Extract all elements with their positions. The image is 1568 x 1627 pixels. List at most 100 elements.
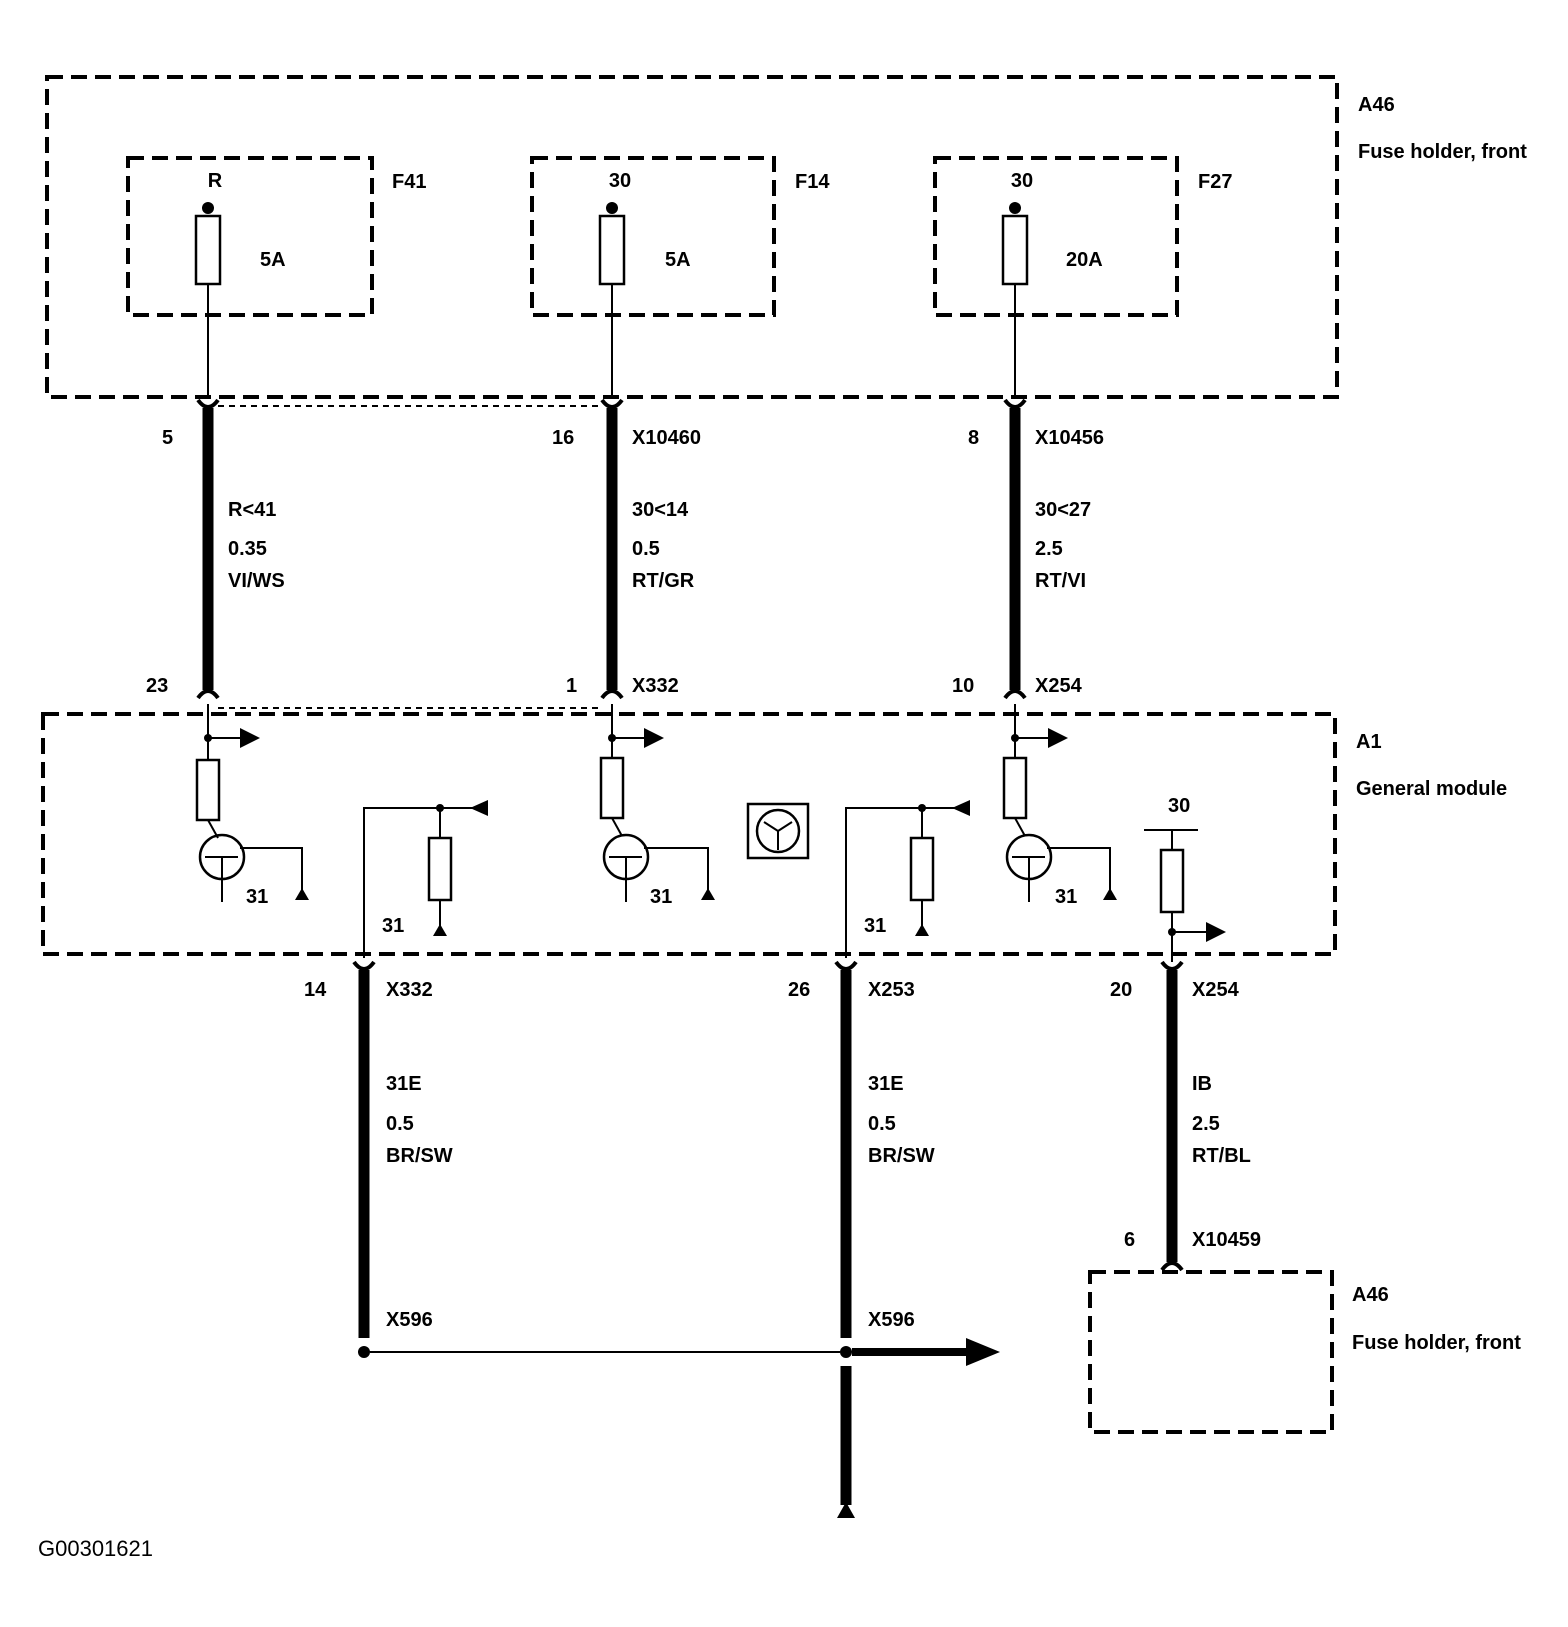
connector-top-2 bbox=[600, 398, 624, 409]
connector-bottom-2-id: X332 bbox=[632, 675, 679, 697]
lower-wire-2-size: 0.5 bbox=[868, 1113, 896, 1135]
lower-pin-2: 26 bbox=[788, 979, 810, 1001]
chassis-ground-icon bbox=[837, 1502, 855, 1518]
upper-wire-3: 8 X10456 30<27 2.5 RT/VI 10 X254 bbox=[952, 398, 1104, 700]
stage-2-collector bbox=[611, 817, 623, 837]
lower-wire-2-circuit: 31E bbox=[868, 1073, 904, 1095]
lower-wire-1-color: BR/SW bbox=[386, 1145, 453, 1167]
fuse-f27-rating: 20A bbox=[1066, 249, 1103, 271]
general-module-boundary bbox=[41, 712, 1337, 956]
input-stage-2: 31 bbox=[845, 800, 970, 958]
supply-resistor bbox=[1159, 848, 1185, 914]
fuse-f14-terminal: 30 bbox=[609, 170, 631, 192]
general-module: A1 General module 31 bbox=[41, 704, 1507, 962]
input-1-ground-label: 31 bbox=[382, 915, 404, 937]
fuse-holder-top-name: Fuse holder, front bbox=[1358, 141, 1527, 163]
fuse-f14-boundary bbox=[530, 156, 776, 317]
lower-wire-3-circuit: IB bbox=[1192, 1073, 1212, 1095]
pin-top-1: 5 bbox=[162, 427, 173, 449]
lower-wire-2-color: BR/SW bbox=[868, 1145, 935, 1167]
fuse-f14-terminal-dot bbox=[606, 202, 618, 214]
lower-wire-3: 20 X254 IB 2.5 RT/BL 6 X10459 bbox=[1110, 960, 1261, 1272]
splice-1-id: X596 bbox=[386, 1309, 433, 1331]
fuse-f41-terminal: R bbox=[208, 170, 223, 192]
steering-wheel-icon bbox=[746, 802, 810, 860]
fuse-holder-bottom-name: Fuse holder, front bbox=[1352, 1332, 1521, 1354]
lower-wire-1: 14 X332 31E 0.5 BR/SW X596 bbox=[304, 960, 453, 1358]
stage-3-ground-icon bbox=[1103, 888, 1117, 900]
pin-bottom-3: 10 bbox=[952, 675, 974, 697]
fuse-f27-id: F27 bbox=[1198, 171, 1232, 193]
upper-wire-1: 5 R<41 0.35 VI/WS 23 bbox=[146, 398, 285, 700]
fuse-f41-rating: 5A bbox=[260, 249, 286, 271]
output-stage-1: 31 bbox=[195, 704, 309, 908]
input-1-resistor bbox=[427, 836, 453, 902]
input-2-ground-label: 31 bbox=[864, 915, 886, 937]
connector-bottom-1 bbox=[196, 689, 220, 700]
wire-3-size: 2.5 bbox=[1035, 538, 1063, 560]
stage-3-ground-lead bbox=[1047, 847, 1111, 892]
stage-1-ground-lead bbox=[240, 847, 303, 892]
lower-connector-3-end bbox=[1160, 1261, 1184, 1272]
stage-3-collector bbox=[1014, 817, 1026, 837]
fuse-f41-terminal-dot bbox=[202, 202, 214, 214]
fuse-f14-symbol bbox=[598, 214, 626, 286]
fuse-f27-terminal: 30 bbox=[1011, 170, 1033, 192]
connector-bottom-3-id: X254 bbox=[1035, 675, 1083, 697]
fuse-f27: F27 30 20A bbox=[933, 156, 1232, 398]
fuse-holder-bottom-id: A46 bbox=[1352, 1284, 1389, 1306]
fuse-holder-top-boundary bbox=[45, 75, 1339, 399]
lower-connector-3 bbox=[1160, 960, 1184, 971]
stage-3-ground-label: 31 bbox=[1055, 886, 1077, 908]
input-2-resistor bbox=[909, 836, 935, 902]
wire-1-color: VI/WS bbox=[228, 570, 285, 592]
wire-2-color: RT/GR bbox=[632, 570, 695, 592]
fuse-f14: F14 30 5A bbox=[530, 156, 830, 398]
upper-wire-2: 16 X10460 30<14 0.5 RT/GR 1 X332 bbox=[552, 398, 701, 700]
lower-connector-1 bbox=[352, 960, 376, 971]
stage-2-resistor bbox=[599, 756, 625, 820]
wire-3-color: RT/VI bbox=[1035, 570, 1086, 592]
connector-top-3-id: X10456 bbox=[1035, 427, 1104, 449]
input-1-arrow-icon bbox=[470, 800, 488, 816]
splice-1-dot bbox=[358, 1346, 370, 1358]
stage-1-resistor bbox=[195, 758, 221, 822]
stage-1-ground-icon bbox=[295, 888, 309, 900]
pin-top-3: 8 bbox=[968, 427, 979, 449]
input-stage-1: 31 bbox=[363, 800, 488, 958]
fuse-holder-top-id: A46 bbox=[1358, 94, 1395, 116]
splice-2-dot bbox=[840, 1346, 852, 1358]
connector-top-2-id: X10460 bbox=[632, 427, 701, 449]
fuse-f27-boundary bbox=[933, 156, 1179, 317]
lower-connector-2 bbox=[834, 960, 858, 971]
pin-bottom-1: 23 bbox=[146, 675, 168, 697]
connector-top-1 bbox=[196, 398, 220, 409]
general-module-id: A1 bbox=[1356, 731, 1382, 753]
general-module-name: General module bbox=[1356, 778, 1507, 800]
stage-3-resistor bbox=[1002, 756, 1028, 820]
fuse-holder-top: A46 Fuse holder, front bbox=[45, 75, 1527, 399]
fuse-f27-terminal-dot bbox=[1009, 202, 1021, 214]
stage-3-arrow-icon bbox=[1048, 728, 1068, 748]
fuse-f14-id: F14 bbox=[795, 171, 830, 193]
lower-connector-2-id: X253 bbox=[868, 979, 915, 1001]
wire-1-size: 0.35 bbox=[228, 538, 267, 560]
input-2-arrow-icon bbox=[952, 800, 970, 816]
supply-stage: 30 bbox=[1144, 795, 1226, 962]
stage-2-ground-icon bbox=[701, 888, 715, 900]
connector-top-3 bbox=[1003, 398, 1027, 409]
lower-connector-3-id: X254 bbox=[1192, 979, 1240, 1001]
stage-1-ground-label: 31 bbox=[246, 886, 268, 908]
lower-connector-1-id: X332 bbox=[386, 979, 433, 1001]
stage-2-arrow-icon bbox=[644, 728, 664, 748]
figure-id: G00301621 bbox=[38, 1536, 153, 1561]
wire-2-size: 0.5 bbox=[632, 538, 660, 560]
wire-2-circuit: 30<14 bbox=[632, 499, 689, 521]
supply-arrow-icon bbox=[1206, 922, 1226, 942]
fuse-holder-bottom: A46 Fuse holder, front bbox=[1088, 1270, 1521, 1434]
lower-end-connector-3-id: X10459 bbox=[1192, 1229, 1261, 1251]
fuse-f41-id: F41 bbox=[392, 171, 426, 193]
fuse-f41: F41 R 5A bbox=[126, 156, 426, 398]
wire-1-circuit: R<41 bbox=[228, 499, 276, 521]
pin-bottom-2: 1 bbox=[566, 675, 577, 697]
